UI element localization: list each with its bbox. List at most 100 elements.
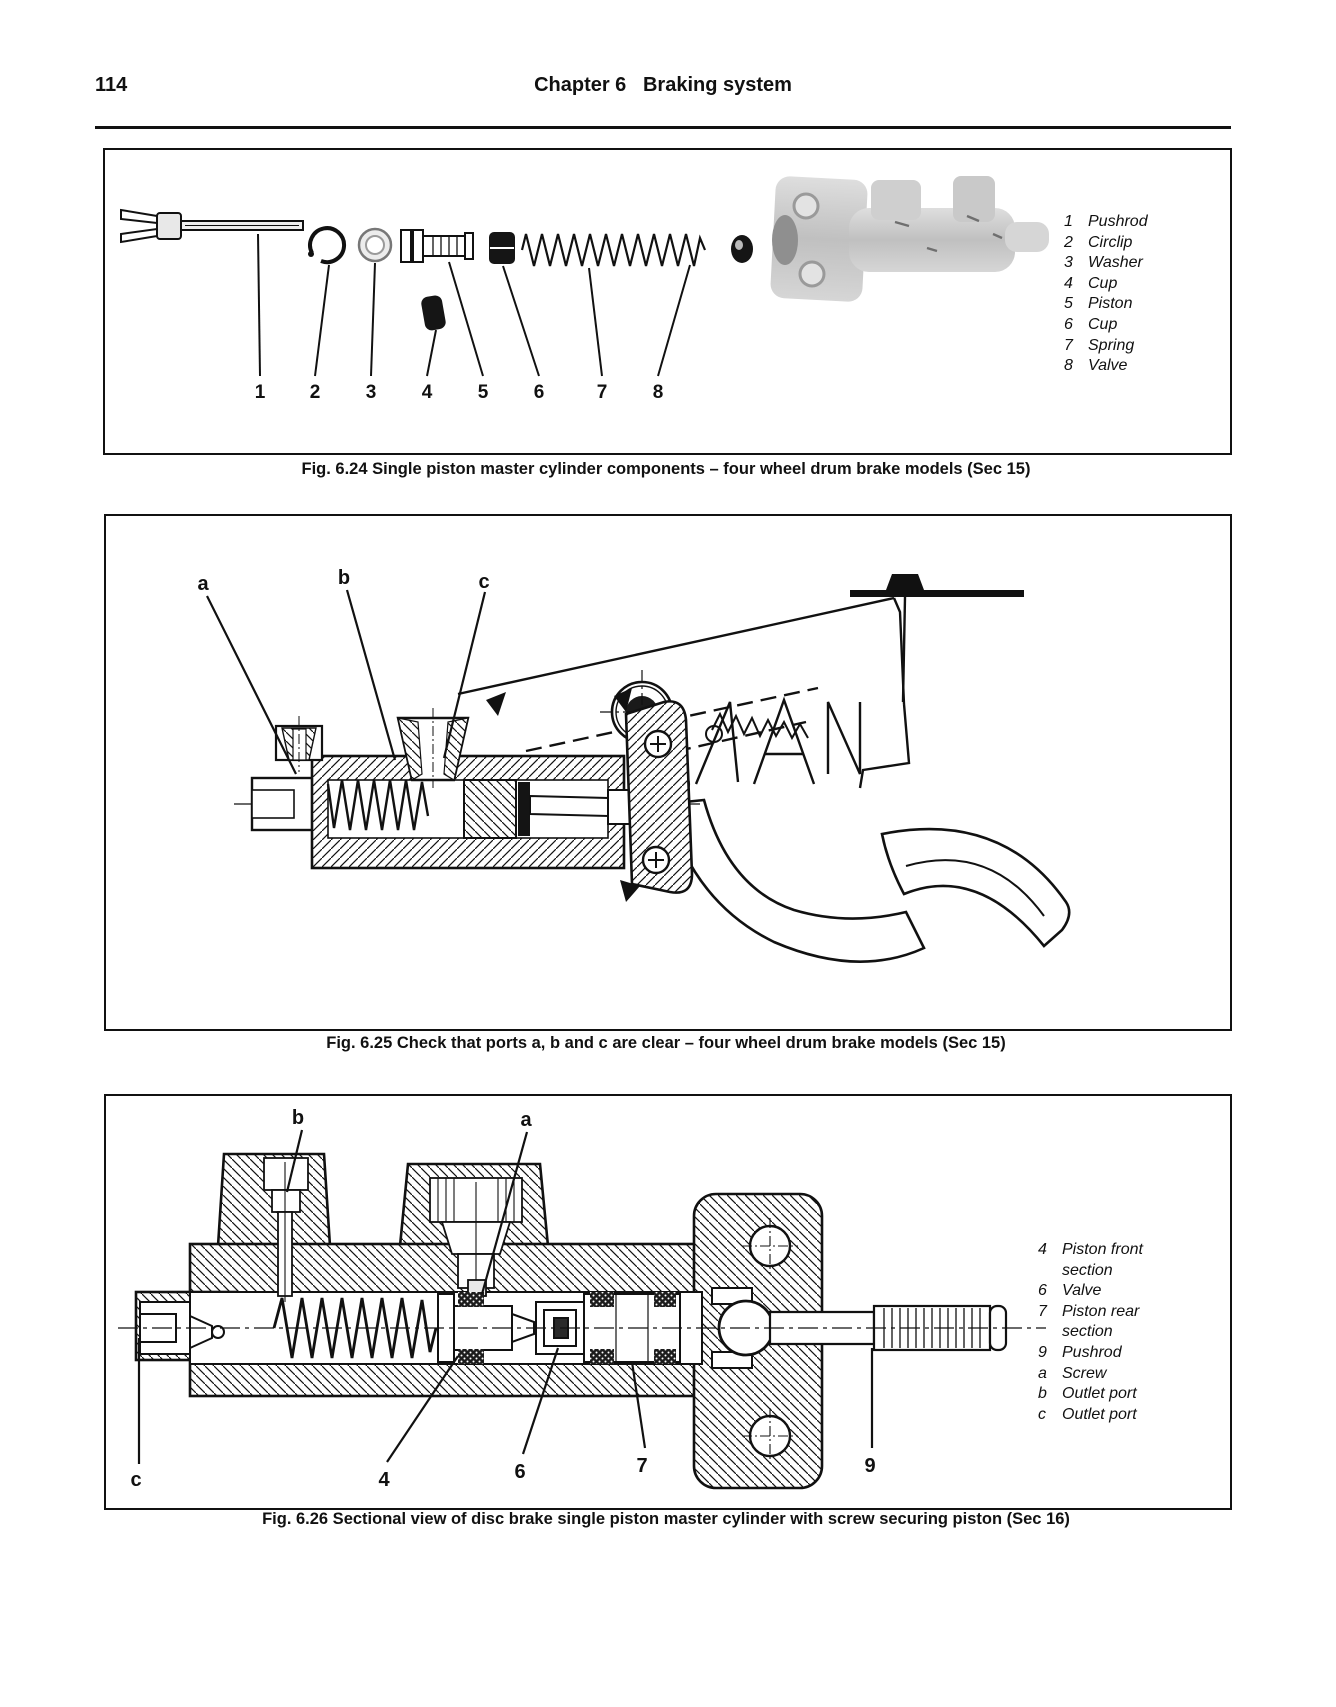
cup-rear-drawing: [489, 232, 515, 264]
parts-list-row: 8 Valve: [1064, 356, 1234, 377]
callout-7: 7: [597, 382, 608, 403]
callout-1: 1: [255, 382, 266, 403]
parts-list-row: 7 Piston rear section: [1038, 1302, 1228, 1343]
valve-drawing: [731, 235, 753, 263]
seal: [590, 1292, 614, 1307]
label-a: a: [520, 1109, 532, 1131]
fig-6-24-drawing: 1 2 3 4 5 6 7 8: [120, 176, 1049, 403]
brake-pedal-drawing: [664, 798, 1071, 963]
part-number: b: [1038, 1385, 1047, 1403]
callout-8: 8: [653, 382, 664, 403]
pedal-spring-drawing: [705, 711, 809, 743]
washer-drawing: [357, 227, 393, 263]
parts-list-row: 3 Washer: [1064, 253, 1234, 274]
part-label: Piston: [1088, 295, 1133, 313]
part-number: 8: [1064, 357, 1073, 375]
part-label: Piston rear section: [1062, 1302, 1140, 1341]
part-number: 7: [1064, 336, 1073, 354]
part-label: Circlip: [1088, 233, 1133, 251]
fig625-caption: Fig. 6.25 Check that ports a, b and c ar…: [326, 1034, 1006, 1052]
part-number: 5: [1064, 295, 1073, 313]
part-label: Screw: [1062, 1364, 1107, 1382]
page-number: 114: [95, 74, 128, 96]
spring-drawing: [520, 233, 707, 267]
parts-list-row: a Screw: [1038, 1364, 1228, 1385]
callout-4: 4: [422, 382, 433, 403]
part-label: Pushrod: [1088, 213, 1148, 230]
seal: [654, 1349, 676, 1364]
fig624-leader-lines: [257, 233, 691, 377]
label-b: b: [292, 1107, 304, 1129]
label-4: 4: [378, 1469, 390, 1491]
part-number: 6: [1038, 1282, 1047, 1300]
part-number: 2: [1064, 233, 1073, 251]
part-label: Valve: [1088, 357, 1128, 375]
parts-list-row: 9 Pushrod: [1038, 1343, 1228, 1364]
master-cylinder-photo: [770, 176, 1049, 302]
end-plug-drawing: [139, 1301, 225, 1355]
screw-port-a-drawing: [429, 1177, 523, 1300]
pushrod-drawing: [120, 208, 304, 244]
callout-3: 3: [366, 382, 377, 403]
label-9: 9: [864, 1455, 875, 1477]
piston-drawing: [400, 229, 474, 263]
label-6: 6: [514, 1461, 525, 1483]
part-label: Washer: [1088, 254, 1143, 272]
port-label-b: b: [338, 567, 350, 589]
fig624-callouts: 1 2 3 4 5 6 7 8: [255, 382, 664, 403]
port-label-a: a: [197, 573, 209, 595]
part-number: 4: [1038, 1241, 1047, 1258]
parts-list-row: 1 Pushrod: [1064, 212, 1234, 233]
fig625-port-labels: a b c: [197, 567, 489, 595]
parts-list-row: 4 Piston front section: [1038, 1240, 1228, 1281]
callout-2: 2: [310, 382, 321, 403]
callout-5: 5: [478, 382, 489, 403]
fig-6-26-drawing: b a c 4 6 7 9: [118, 1107, 1046, 1491]
flange-bolt-holes: [742, 1218, 798, 1464]
part-label: Cup: [1088, 315, 1118, 333]
parts-list-row: 5 Piston: [1064, 294, 1234, 315]
part-label: Piston front section: [1062, 1241, 1143, 1279]
callout-6: 6: [534, 382, 545, 403]
part-number: 9: [1038, 1343, 1047, 1361]
part-label: Outlet port: [1062, 1385, 1137, 1403]
label-c: c: [130, 1469, 141, 1491]
part-label: Spring: [1088, 336, 1135, 354]
seal: [458, 1349, 484, 1364]
parts-list-row: 6 Cup: [1064, 315, 1234, 336]
part-number: 4: [1064, 274, 1073, 292]
seal: [590, 1349, 614, 1364]
label-7: 7: [636, 1455, 647, 1477]
seal: [654, 1292, 676, 1307]
fig-6-25-drawing: a b c: [197, 567, 1071, 963]
part-label: Outlet port: [1062, 1405, 1137, 1423]
port-label-c: c: [478, 571, 489, 593]
fig626-leader-lines: [137, 1129, 874, 1464]
parts-list-row: b Outlet port: [1038, 1384, 1228, 1405]
part-label: Cup: [1088, 274, 1118, 292]
mounting-bolt-drawing: [850, 574, 1024, 703]
seal: [458, 1292, 484, 1307]
part-number: 7: [1038, 1302, 1047, 1320]
part-number: 6: [1064, 315, 1073, 333]
fig624-caption: Fig. 6.24 Single piston master cylinder …: [301, 460, 1031, 478]
cup-front-drawing: [421, 295, 446, 331]
fig625-leader-lines: [206, 589, 487, 775]
outlet-port-b-drawing: [263, 1157, 309, 1302]
circlip-drawing: [308, 226, 347, 265]
part-number: a: [1038, 1364, 1047, 1382]
parts-list-row: 2 Circlip: [1064, 233, 1234, 254]
parts-list-row: 4 Cup: [1064, 274, 1234, 295]
figure-6-25: a b c: [104, 514, 1232, 1031]
part-label: Pushrod: [1062, 1343, 1122, 1361]
master-cylinder-section-drawing: [234, 688, 706, 902]
part-number: 3: [1064, 254, 1073, 272]
part-number: 1: [1064, 213, 1073, 230]
fig626-caption: Fig. 6.26 Sectional view of disc brake s…: [262, 1510, 1070, 1528]
